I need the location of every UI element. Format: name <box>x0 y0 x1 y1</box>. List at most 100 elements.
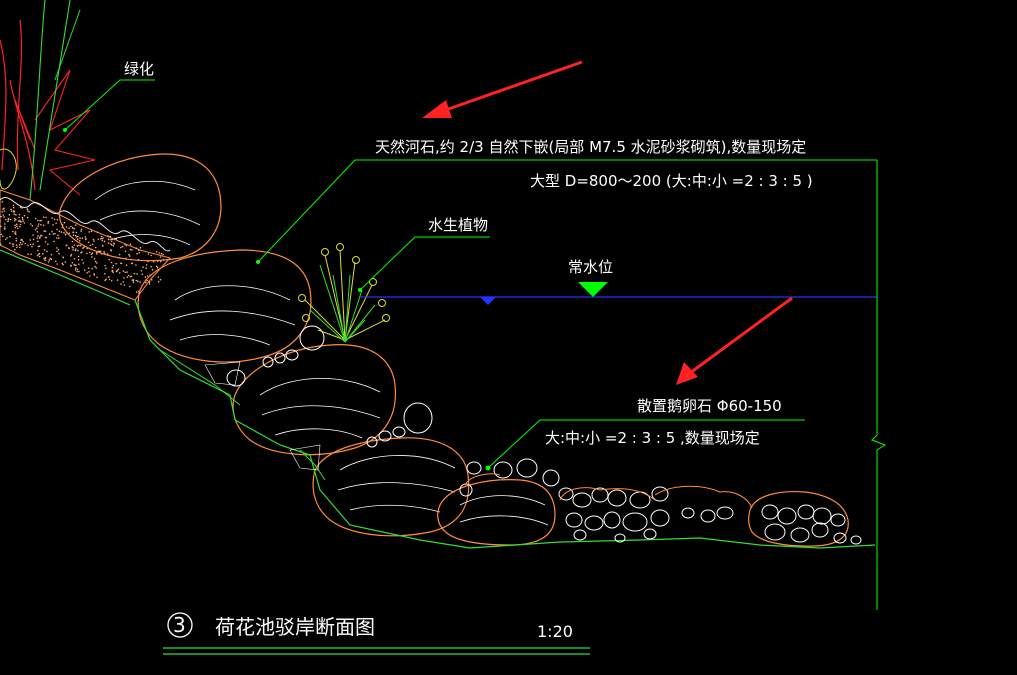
gravel-dot <box>21 243 23 246</box>
boulder-right <box>748 490 849 547</box>
gravel-dot <box>131 249 133 251</box>
gravel-dot <box>75 267 77 270</box>
gravel-dot <box>16 225 18 227</box>
gravel-dot <box>104 272 106 275</box>
gravel-dot <box>58 230 61 232</box>
gravel-dot <box>57 248 60 251</box>
gravel-dot <box>52 233 55 235</box>
gravel-dot <box>15 214 17 216</box>
gravel-dot <box>46 250 48 253</box>
pebble-label-2: 大:中:小 =2 : 3 : 5 ,数量现场定 <box>545 429 760 447</box>
gravel-dot <box>111 266 114 269</box>
gravel-dot <box>19 242 22 244</box>
gravel-dot <box>130 275 133 278</box>
pebble <box>378 430 392 442</box>
gravel-dot <box>44 230 47 232</box>
gravel-dot <box>104 264 106 267</box>
aquatic-callout: 水生植物 <box>358 216 490 292</box>
gravel-dot <box>70 225 72 228</box>
gravel-dot <box>137 280 139 283</box>
gravel-dot <box>90 230 93 233</box>
pebble <box>850 535 862 545</box>
gravel-dot <box>13 220 16 222</box>
gravel-dot <box>0 243 2 245</box>
mortar-fill <box>204 361 321 471</box>
gravel-dot <box>84 236 87 238</box>
gravel-dot <box>123 277 125 279</box>
gravel-dot <box>37 249 39 252</box>
gravel-dot <box>98 250 100 252</box>
gravel-dot <box>159 256 162 258</box>
gravel-dot <box>1 211 3 213</box>
gravel-dot <box>150 265 152 268</box>
gravel-dot <box>125 244 128 247</box>
river-stone-label-2: 大型 D=800～200 (大:中:小 =2 : 3 : 5 ) <box>530 172 813 190</box>
pebble <box>651 486 669 502</box>
gravel-dot <box>75 264 77 267</box>
gravel-dot <box>71 262 74 264</box>
gravel-dot <box>76 270 78 273</box>
gravel-dot <box>156 266 159 269</box>
gravel-dot <box>115 238 117 240</box>
gravel-dot <box>45 216 47 219</box>
gravel-dot <box>148 283 151 285</box>
pebble <box>226 369 246 387</box>
gravel-dot <box>82 247 84 249</box>
gravel-dot <box>89 251 91 254</box>
gravel-dot <box>70 265 72 267</box>
gravel-dot <box>22 241 24 243</box>
gravel-dot <box>95 267 97 269</box>
water-level-label: 常水位 <box>568 258 613 276</box>
gravel-dot <box>0 219 1 222</box>
gravel-dot <box>64 233 67 235</box>
gravel-dot <box>6 237 8 239</box>
gravel-dot <box>37 225 39 227</box>
gravel-dot <box>117 268 120 271</box>
gravel-dot <box>76 238 79 240</box>
gravel-dot <box>123 284 126 286</box>
gravel-dot <box>16 227 19 230</box>
gravel-dot <box>42 252 44 255</box>
gravel-dot <box>20 221 23 223</box>
gravel-dot <box>73 227 76 230</box>
gravel-dot <box>1 201 4 203</box>
gravel-dot <box>75 236 78 238</box>
pebble <box>591 487 609 503</box>
gravel-dot <box>113 242 115 244</box>
red-arrow-top <box>422 60 583 118</box>
gravel-dot <box>144 281 147 284</box>
gravel-dot <box>36 254 39 257</box>
gravel-dot <box>136 252 138 255</box>
gravel-dot <box>81 259 83 261</box>
pebbles <box>226 325 862 545</box>
gravel-dot <box>88 271 90 273</box>
gravel-dot <box>75 248 77 250</box>
gravel-dot <box>124 243 126 246</box>
gravel-dot <box>96 253 98 255</box>
gravel-dot <box>50 253 53 256</box>
gravel-dot <box>4 238 7 241</box>
gravel-dot <box>124 271 126 274</box>
gravel-dot <box>2 235 4 238</box>
gravel-dot <box>138 249 140 252</box>
pebble <box>572 492 592 508</box>
gravel-dot <box>96 276 98 279</box>
gravel-dot <box>151 268 154 271</box>
gravel-dot <box>18 213 21 216</box>
gravel-dot <box>40 234 42 237</box>
gravel-dot <box>81 237 84 239</box>
gravel-dot <box>157 276 160 278</box>
river-stone-callout: 天然河石,约 2/3 自然下嵌(局部 M7.5 水泥砂浆砌筑),数量现场定 大型… <box>256 138 877 264</box>
river-stone-label-1: 天然河石,约 2/3 自然下嵌(局部 M7.5 水泥砂浆砌筑),数量现场定 <box>375 138 806 156</box>
gravel-dot <box>60 231 63 233</box>
gravel-dot <box>18 244 21 246</box>
gravel-dot <box>100 235 103 238</box>
gravel-dot <box>142 266 144 268</box>
gravel-dots <box>0 201 165 295</box>
gravel-dot <box>94 265 96 268</box>
gravel-dot <box>11 243 14 245</box>
gravel-dot <box>129 248 132 251</box>
gravel-dot <box>93 258 96 260</box>
gravel-dot <box>9 218 12 221</box>
gravel-dot <box>139 246 142 249</box>
